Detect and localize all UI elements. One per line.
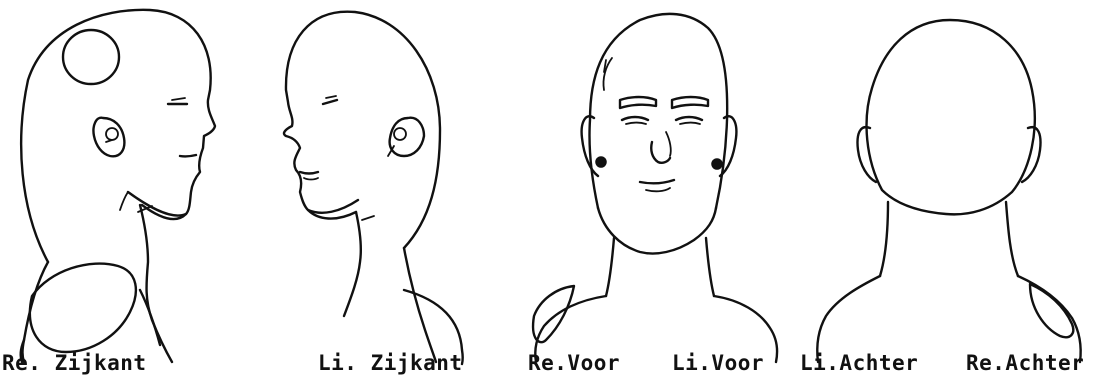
head-front-view (533, 14, 777, 362)
head-right-crown-mark (63, 30, 119, 84)
head-front-eye-right (622, 117, 648, 120)
head-front-nose (651, 142, 670, 163)
head-left-mouth (300, 172, 318, 174)
label-re-voor: Re.Voor (528, 351, 620, 375)
label-li-achter: Li.Achter (800, 351, 918, 375)
head-back-view (817, 20, 1080, 362)
head-left-eye (323, 100, 337, 104)
head-right-shoulder-patch (30, 264, 136, 352)
head-left-neck-front (344, 212, 361, 316)
label-re-achter: Re.Achter (966, 351, 1084, 375)
head-left-outline (284, 12, 440, 248)
head-right-ear (93, 118, 124, 157)
label-re-zijkant: Re. Zijkant (2, 351, 147, 375)
head-right-side-view (21, 10, 215, 362)
head-left-side-view (284, 12, 463, 364)
label-li-zijkant: Li. Zijkant (318, 351, 463, 375)
head-right-mouth (180, 155, 196, 156)
head-front-mouth (640, 180, 674, 183)
head-right-neck-front (140, 205, 172, 362)
head-front-brow-right (620, 97, 656, 108)
head-front-outline (589, 14, 727, 208)
head-front-brow-left (672, 97, 708, 108)
head-front-neck (606, 238, 614, 296)
head-back-outline (867, 20, 1035, 214)
head-front-eye-left (676, 117, 702, 120)
label-li-voor: Li.Voor (672, 351, 764, 375)
